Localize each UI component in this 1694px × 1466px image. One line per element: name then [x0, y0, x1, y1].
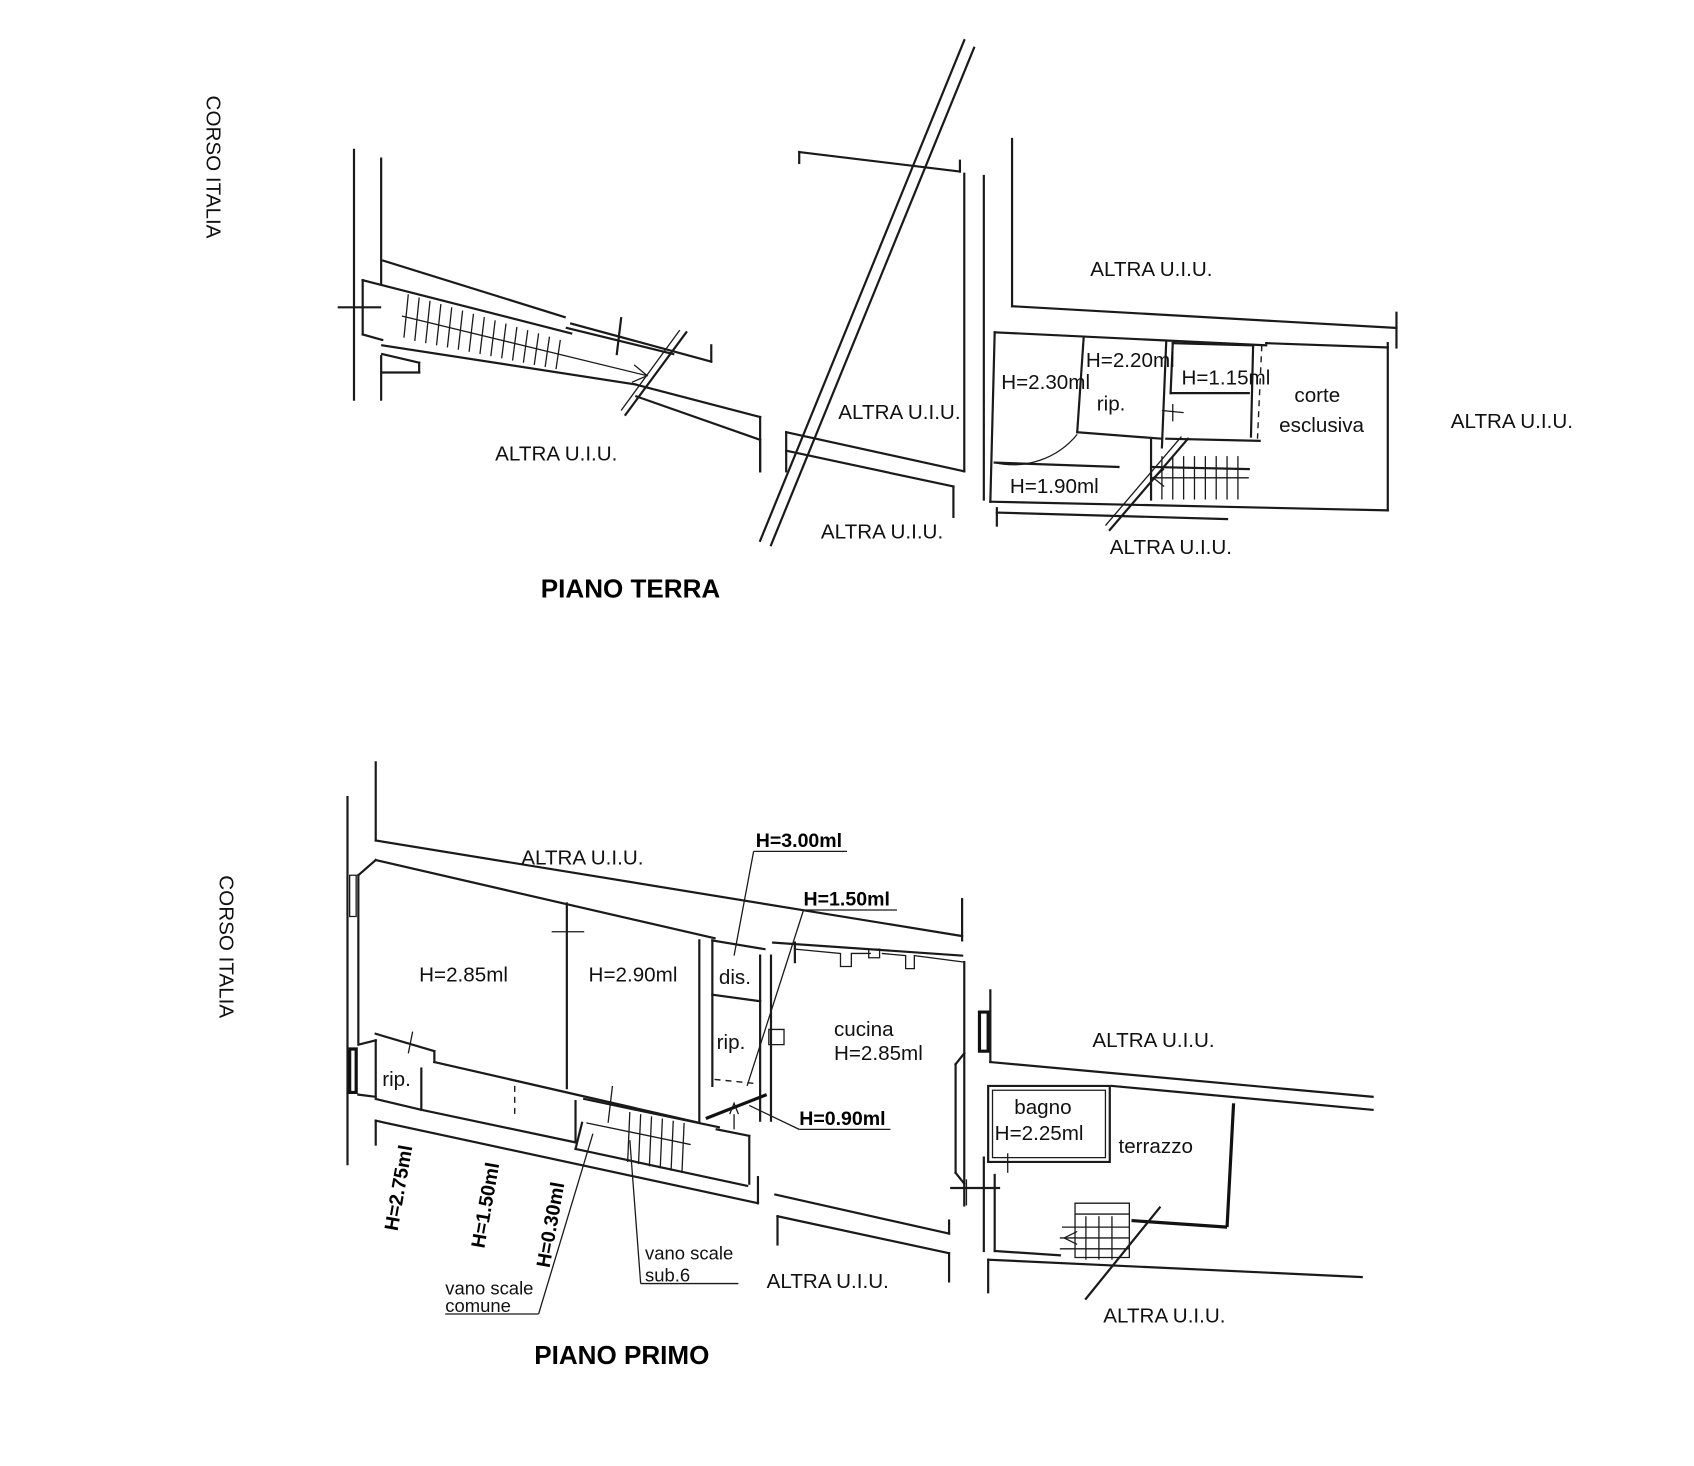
- stair-treads-terra-right: [1151, 456, 1249, 499]
- label-altra-uiu: ALTRA U.I.U.: [1092, 1029, 1214, 1052]
- label-height-rotated: H=0.30ml: [533, 1180, 570, 1269]
- label-room-bagno: bagno: [1014, 1096, 1071, 1119]
- label-altra-uiu: ALTRA U.I.U.: [821, 521, 943, 544]
- piano-terra-plan: [339, 40, 1397, 545]
- label-altra-uiu: ALTRA U.I.U.: [495, 442, 617, 465]
- label-height: H=1.90ml: [1010, 475, 1099, 498]
- label-room-terrazzo: terrazzo: [1118, 1135, 1193, 1158]
- label-altra-uiu: ALTRA U.I.U.: [767, 1270, 889, 1293]
- label-altra-uiu: ALTRA U.I.U.: [838, 401, 960, 424]
- label-vano-comune: comune: [445, 1295, 511, 1316]
- label-height: H=2.30ml: [1001, 371, 1090, 394]
- label-room-rip: rip.: [382, 1068, 411, 1091]
- label-vano-sub6: sub.6: [645, 1264, 690, 1285]
- label-height: H=2.25ml: [995, 1122, 1084, 1145]
- label-altra-uiu: ALTRA U.I.U.: [1103, 1305, 1225, 1328]
- label-height-bold: H=3.00ml: [756, 830, 842, 852]
- stair-treads-terra: [402, 294, 647, 382]
- label-room-rip: rip.: [717, 1031, 746, 1054]
- title-piano-terra: PIANO TERRA: [541, 573, 721, 603]
- label-height: H=2.85ml: [419, 964, 508, 987]
- label-height: H=2.20ml: [1086, 349, 1175, 372]
- label-height: H=1.15ml: [1181, 366, 1270, 389]
- label-height: H=2.85ml: [834, 1042, 923, 1065]
- label-altra-uiu: ALTRA U.I.U.: [1451, 410, 1573, 433]
- title-piano-primo: PIANO PRIMO: [534, 1340, 709, 1370]
- label-height: H=2.90ml: [589, 964, 678, 987]
- label-vano-scale: vano scale: [645, 1243, 733, 1264]
- label-height-bold: H=1.50ml: [804, 889, 890, 911]
- label-corte: corte: [1294, 384, 1340, 407]
- stair-treads-primo-right: [1060, 1203, 1129, 1259]
- label-room-rip: rip.: [1097, 392, 1126, 415]
- label-height-rotated: H=2.75ml: [381, 1143, 418, 1232]
- label-vano-scale: vano scale: [445, 1277, 533, 1298]
- label-height-bold: H=0.90ml: [799, 1108, 885, 1130]
- label-altra-uiu: ALTRA U.I.U.: [1110, 536, 1232, 559]
- street-label-corso-primo: CORSO ITALIA: [214, 875, 237, 1018]
- street-label-corso-terra: CORSO ITALIA: [201, 96, 224, 239]
- piano-primo-plan: [347, 762, 1372, 1314]
- label-room-cucina: cucina: [834, 1018, 894, 1041]
- stair-treads-primo: [586, 1112, 690, 1173]
- label-corte-esclusiva: esclusiva: [1279, 414, 1364, 437]
- label-room-dis: dis.: [719, 966, 751, 989]
- label-altra-uiu: ALTRA U.I.U.: [1090, 258, 1212, 281]
- label-altra-uiu: ALTRA U.I.U.: [521, 846, 643, 869]
- label-height-rotated: H=1.50ml: [468, 1161, 505, 1250]
